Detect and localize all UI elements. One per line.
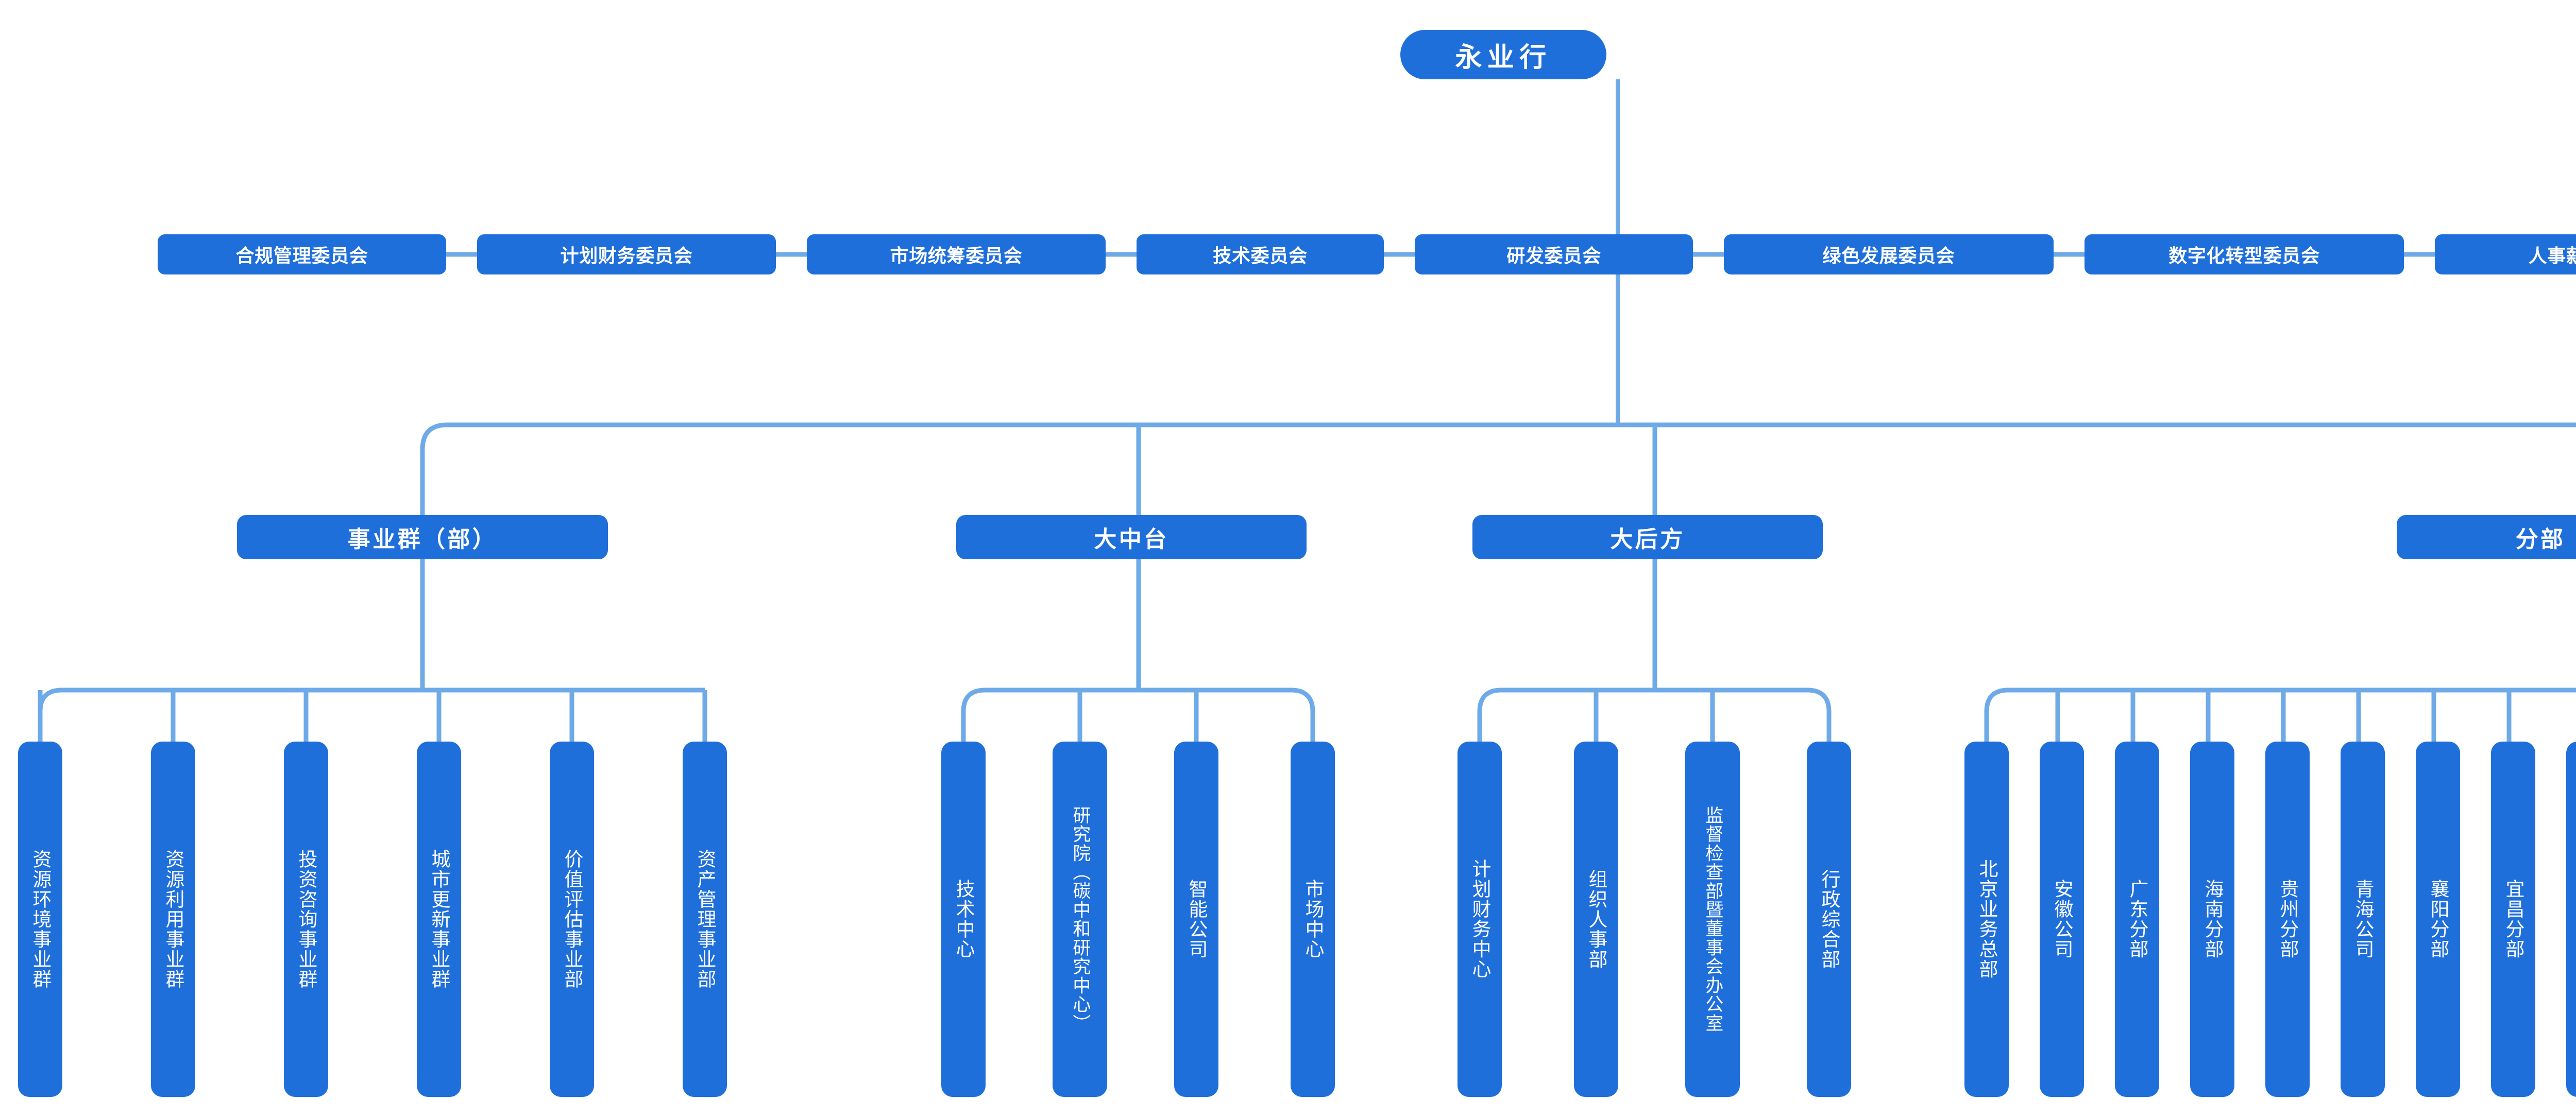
group-head-3[interactable]: 分部（分公司） (2397, 515, 2576, 559)
committee-node-4[interactable]: 研发委员会 (1415, 234, 1693, 274)
leaf-label-line-1: 研究院 (1070, 805, 1091, 863)
leaf-node-g3-1[interactable]: 安徽公司 (2040, 742, 2084, 1097)
leaf-node-g0-5[interactable]: 资产管理事业部 (683, 742, 727, 1097)
leaf-node-g0-3[interactable]: 城市更新事业群 (417, 742, 461, 1097)
leaf-node-g1-1[interactable]: 研究院 （碳中和研究中心） (1053, 742, 1107, 1097)
leaf-node-g3-2[interactable]: 广东分部 (2115, 742, 2159, 1097)
committee-node-3[interactable]: 技术委员会 (1137, 234, 1384, 274)
group-head-0[interactable]: 事业群（部） (237, 515, 608, 559)
leaf-node-g3-3[interactable]: 海南分部 (2190, 742, 2234, 1097)
leaf-node-g1-0[interactable]: 技术中心 (941, 742, 986, 1097)
leaf-node-g2-2[interactable]: 监督检查部 暨董事会办公室 (1685, 742, 1740, 1097)
committee-node-6[interactable]: 数字化转型委员会 (2084, 234, 2404, 274)
leaf-node-g3-7[interactable]: 宜昌分部 (2491, 742, 2535, 1097)
committee-node-1[interactable]: 计划财务委员会 (477, 234, 776, 274)
group-head-1[interactable]: 大中台 (956, 515, 1307, 559)
committee-node-7[interactable]: 人事薪酬委员会 (2435, 234, 2576, 274)
leaf-node-g3-6[interactable]: 襄阳分部 (2416, 742, 2460, 1097)
leaf-node-g3-4[interactable]: 贵州分部 (2265, 742, 2310, 1097)
root-node[interactable]: 永业行 (1400, 30, 1606, 79)
committee-node-2[interactable]: 市场统筹委员会 (807, 234, 1106, 274)
leaf-node-g0-2[interactable]: 投资咨询事业群 (284, 742, 328, 1097)
leaf-label-line-2: （碳中和研究中心） (1070, 862, 1091, 1033)
committee-node-0[interactable]: 合规管理委员会 (158, 234, 446, 274)
leaf-node-g0-0[interactable]: 资源环境事业群 (18, 742, 62, 1097)
leaf-node-g2-1[interactable]: 组织人事部 (1574, 742, 1618, 1097)
leaf-node-g1-2[interactable]: 智能公司 (1174, 742, 1218, 1097)
committee-node-5[interactable]: 绿色发展委员会 (1724, 234, 2054, 274)
leaf-node-g2-3[interactable]: 行政综合部 (1807, 742, 1851, 1097)
leaf-label-line-2: 暨董事会办公室 (1703, 900, 1723, 1033)
leaf-node-g2-0[interactable]: 计划财务中心 (1458, 742, 1502, 1097)
leaf-node-g0-1[interactable]: 资源利用事业群 (151, 742, 195, 1097)
leaf-node-g0-4[interactable]: 价值评估事业部 (550, 742, 594, 1097)
leaf-node-g3-5[interactable]: 青海公司 (2341, 742, 2385, 1097)
group-head-2[interactable]: 大后方 (1472, 515, 1823, 559)
leaf-node-g3-0[interactable]: 北京业务总部 (1964, 742, 2009, 1097)
leaf-label-line-1: 监督检查部 (1703, 805, 1723, 901)
leaf-node-g3-8[interactable]: 黄石分部 (2566, 742, 2576, 1097)
leaf-node-g1-3[interactable]: 市场中心 (1291, 742, 1335, 1097)
